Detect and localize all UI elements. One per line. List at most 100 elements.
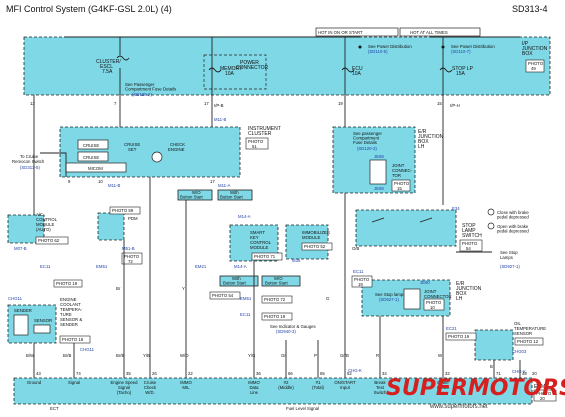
conn-m11b-top: M11-B [214,117,226,122]
immobilizer-box [285,224,329,260]
photo-72b-label: PHOTO 72 [264,297,286,302]
wc-grb: Gr/B [340,353,349,358]
wc-y: Y [182,286,185,291]
conn-e34: E34 [452,206,460,211]
fuse-stop-symbol [439,67,453,73]
micom-label: MICOM [88,166,103,171]
ecm-segment: Ground [27,380,42,385]
ecm-pin: 43 [36,371,41,376]
photo-52 [301,242,333,251]
photo-59 [109,206,141,215]
cluster-pin-9: 9 [68,179,71,184]
photo-10 [423,298,445,311]
photo-12-label: PHOTO 12 [517,339,539,344]
conn-em21: EM21 [195,264,207,269]
switch-contacts [371,217,433,223]
conn-m51b: M51-B [122,246,135,251]
conn-m11b: M11-B [108,183,120,188]
conn-chg11-top: CHG11 [8,296,23,301]
pin-ipb: I/P-B [214,103,224,108]
note-b-marker [487,222,495,230]
bus-label-run-start: HOT IN ON OR START [318,30,363,35]
wc-w: W [438,353,443,358]
note-a-marker [487,208,495,216]
pin-15: 15 [437,101,442,106]
photo-18 [59,335,91,344]
wc-g: G [326,296,330,301]
watermark-brand: SUPERMOTORS [386,376,565,401]
ecm-pin: 26 [152,371,157,376]
conn-chg03: CHG03 [512,349,527,354]
ecm-pin: 35 [126,371,131,376]
conn-em51-b: EM51 [240,296,252,301]
joint-connector-2 [403,288,421,310]
conn-m11a: M11-A [218,183,230,188]
cruise-indicator-2 [77,151,109,162]
pin-13: 13 [30,101,35,106]
diagram-title: MFI Control System (G4KF-GSL 2.0L) (4) [6,4,172,14]
wc-b: B [490,364,493,369]
conn-ec21: EC21 [446,326,457,331]
ecm-segment: #2(Middle) [278,380,294,390]
photo-71-label: PHOTO 71 [254,254,276,259]
power-dist-1-ref: (SD110-5) [368,49,388,54]
tacho-gauge-icon [151,151,163,163]
ecm-segment: Signal [68,380,80,385]
bus-label-run-start-box [315,27,399,37]
photo-71 [251,252,283,261]
cruise-indicator-1 [77,139,109,150]
ecm-pin: 66 [288,371,293,376]
stop-lamp-switch-box [355,209,457,247]
photo-59-label: PHOTO 59 [112,208,134,213]
conn-chgk-2: CHG-K [512,369,526,374]
pin-19: 19 [338,101,343,106]
cruise-label-2: CRUISE [83,155,99,160]
photo-15 [391,179,411,192]
wc-yb: Y/B [143,353,150,358]
power-dist-2-ref: (SD110-7) [451,49,471,54]
photo-62-label: PHOTO 62 [38,238,60,243]
photo-19b [261,312,293,321]
ecm-box [13,377,533,405]
wc-wo: W/O [180,353,189,358]
ecm-segment: #1(Total) [312,380,325,390]
cluster-pin-17: 17 [210,179,215,184]
conn-ec11-b: EC11 [240,312,251,317]
watermark-url: www.supermotors.net [429,404,488,410]
button-start-tag-1 [177,189,213,201]
cruise-label-1: CRUISE [83,143,99,148]
stop-lamps-link: (SD927-1) [500,264,520,269]
conn-em51-a: EM51 [96,264,108,269]
ecm-pin: 32 [445,371,450,376]
ecm-pin: 52 [347,371,352,376]
photo-62 [35,236,69,245]
conn-m36: M36 [292,258,301,263]
cruise-ref-link: (SD313-5) [20,165,40,170]
photo-19c [351,275,373,288]
photo-20 [533,389,557,402]
photo-54 [459,239,483,252]
wc-brb: Br/B [63,353,71,358]
